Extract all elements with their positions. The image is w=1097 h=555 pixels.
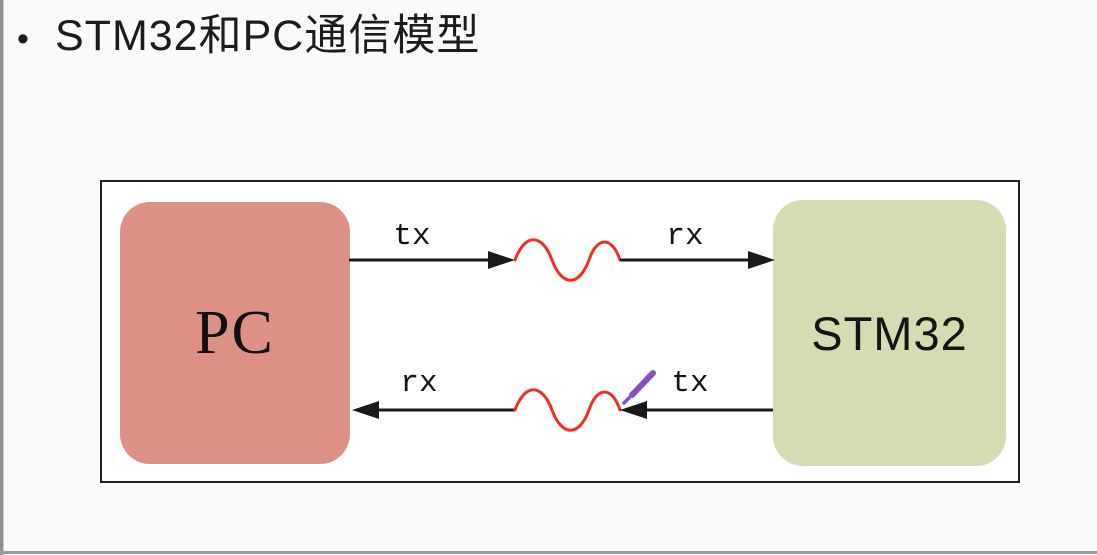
title-row: • STM32和PC通信模型	[0, 6, 1000, 66]
stm32-node-label: STM32	[811, 306, 968, 360]
top-link-tx-label: tx	[393, 219, 431, 254]
pen-cursor-icon	[622, 370, 656, 405]
pc-node-label: PC	[195, 298, 275, 367]
bottom-link-tx-label: tx	[671, 366, 709, 401]
signal-wave-icon	[513, 388, 622, 432]
stm32-node: STM32	[773, 200, 1006, 466]
arrowhead-left-icon	[352, 401, 379, 419]
communication-diagram-frame: PC STM32	[100, 180, 1020, 483]
top-link-rx-label: rx	[666, 219, 704, 254]
page-title: STM32和PC通信模型	[55, 12, 481, 60]
viewport-left-edge	[0, 0, 4, 555]
signal-wave-icon	[513, 238, 622, 282]
viewport-bottom-edge	[0, 551, 1097, 554]
bottom-link-rx-label: rx	[400, 366, 438, 401]
arrowhead-right-icon	[748, 251, 775, 269]
arrowhead-left-icon	[620, 401, 647, 419]
pc-node: PC	[120, 202, 350, 464]
bullet-icon: •	[17, 20, 29, 58]
arrowhead-right-icon	[488, 251, 515, 269]
